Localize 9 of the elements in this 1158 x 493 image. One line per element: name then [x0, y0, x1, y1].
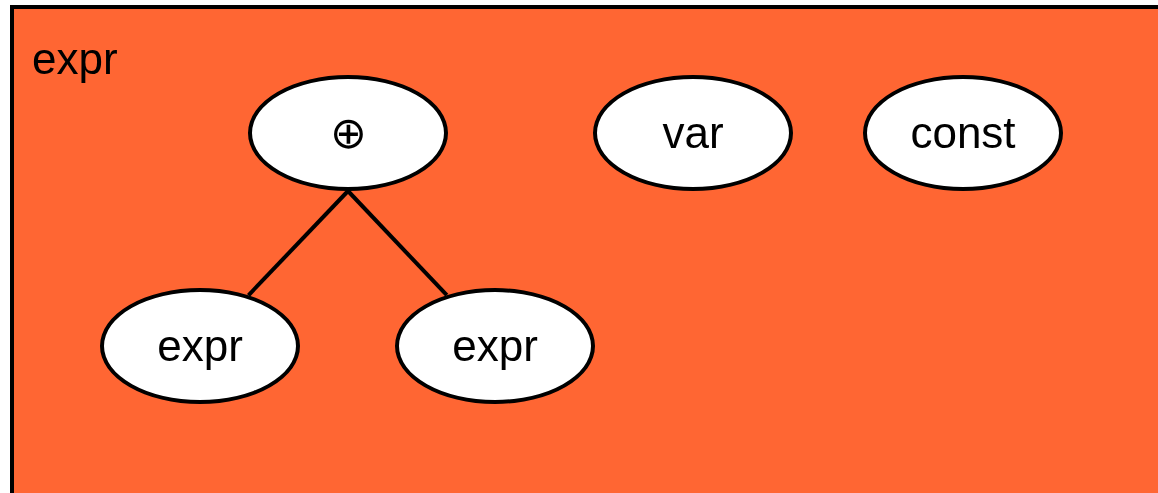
node-label: expr: [157, 324, 243, 368]
node-label: expr: [452, 324, 538, 368]
node-label: ⊕: [329, 111, 367, 155]
node-label: const: [910, 111, 1016, 155]
group-box: [10, 5, 1158, 493]
node-label: var: [662, 111, 724, 155]
connector-line: [247, 189, 350, 297]
connector-line: [346, 189, 449, 297]
group-label: expr: [32, 37, 118, 81]
